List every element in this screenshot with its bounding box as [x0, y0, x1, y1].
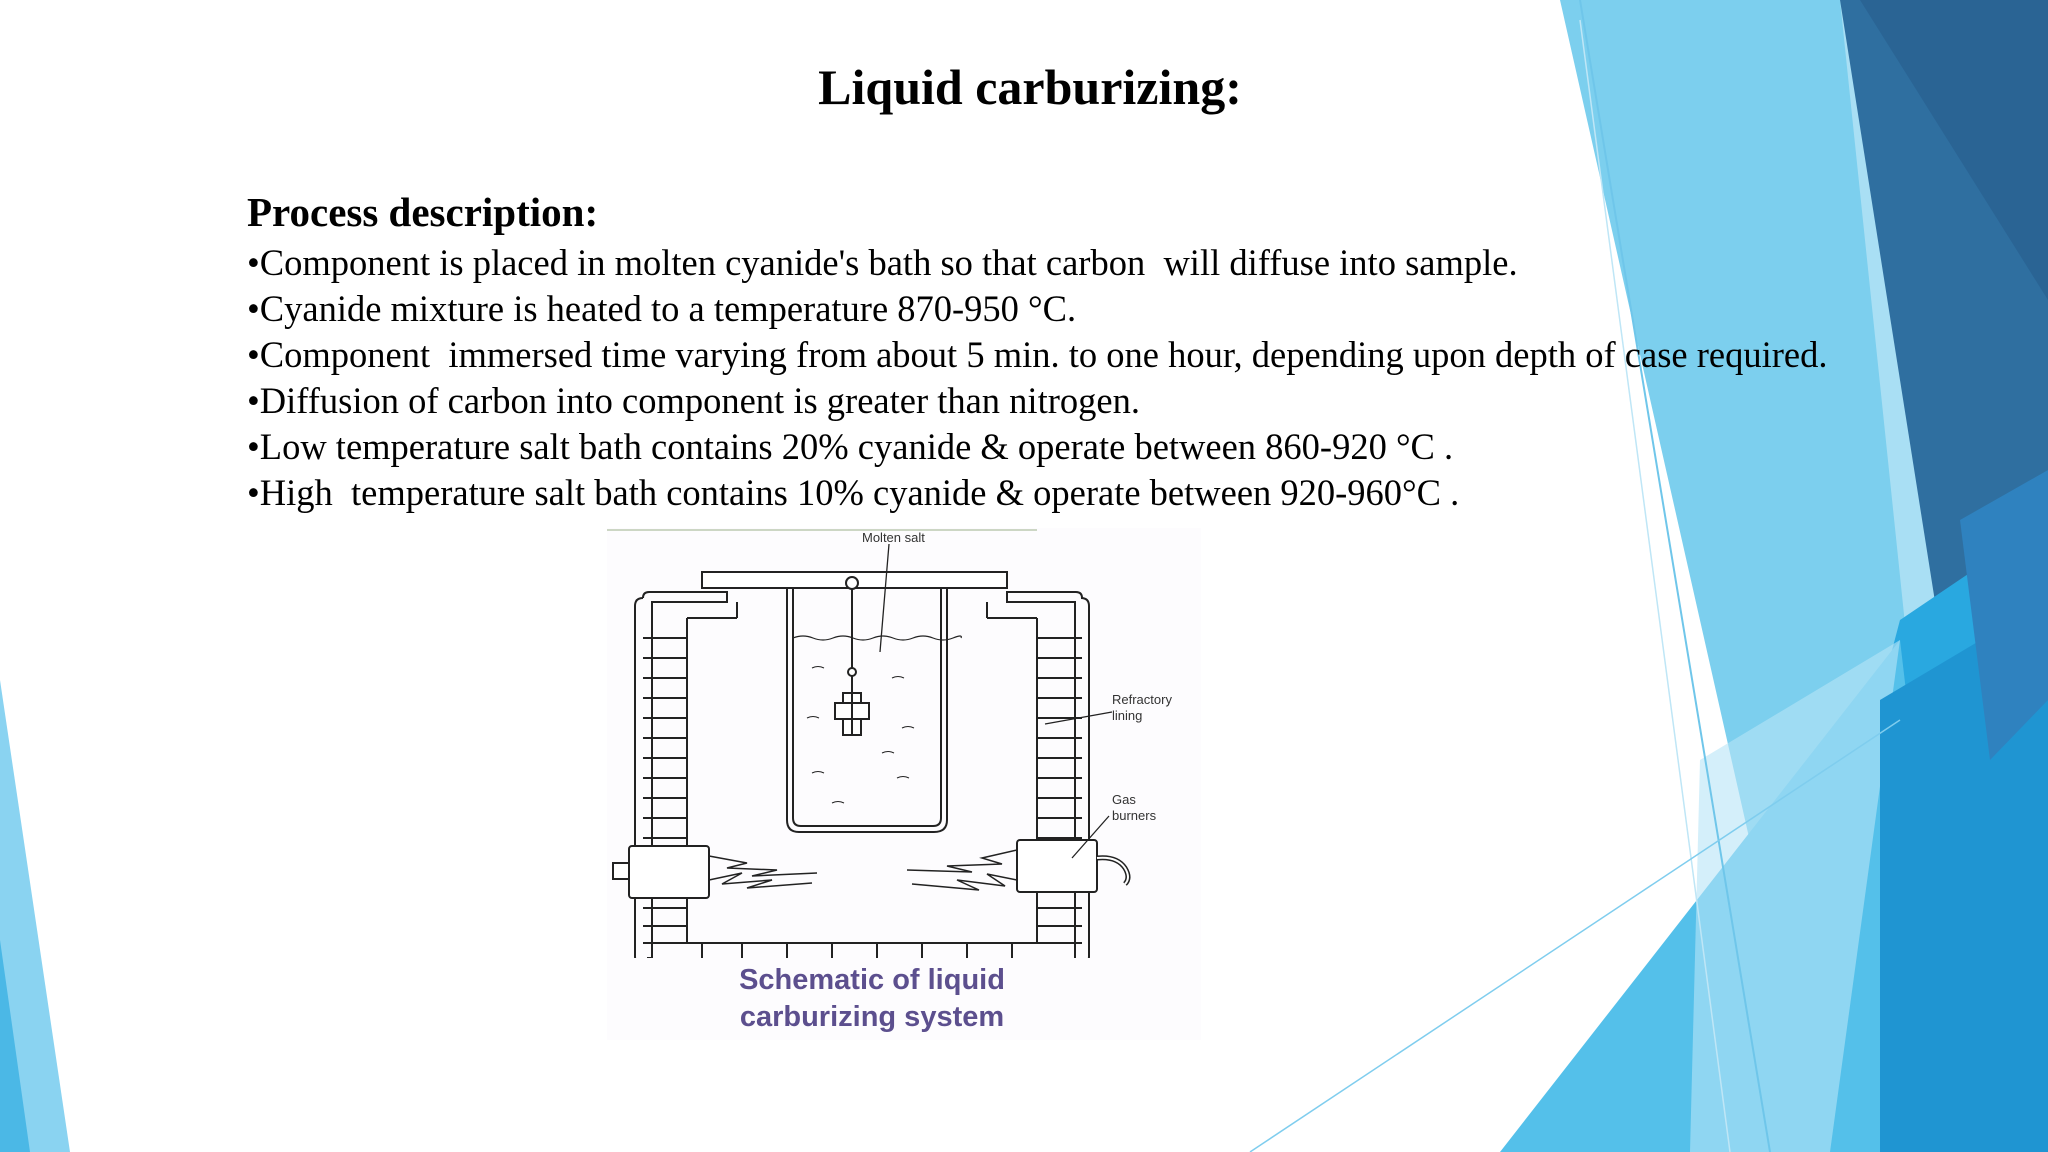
- bullet-item: •Diffusion of carbon into component is g…: [247, 380, 1140, 421]
- slide-title: Liquid carburizing:: [818, 59, 1242, 115]
- carburizing-schematic-drawing: Molten salt Refractory lining Gas burner…: [607, 529, 1172, 958]
- bullet-item: •Low temperature salt bath contains 20% …: [247, 426, 1454, 467]
- bullet-item: •Component is placed in molten cyanide's…: [247, 242, 1518, 283]
- label-refractory-line1: Refractory: [1112, 692, 1172, 707]
- bullet-item: •High temperature salt bath contains 10%…: [247, 472, 1460, 513]
- bullet-list: •Component is placed in molten cyanide's…: [247, 240, 1827, 516]
- carburizing-schematic-figure: Molten salt Refractory lining Gas burner…: [607, 528, 1201, 1040]
- label-refractory-line2: lining: [1112, 708, 1142, 723]
- figure-caption-line: Schematic of liquid: [739, 964, 1005, 996]
- bullet-item: •Component immersed time varying from ab…: [247, 334, 1828, 375]
- bullet-item: •Cyanide mixture is heated to a temperat…: [247, 288, 1077, 329]
- label-molten-salt: Molten salt: [862, 530, 925, 545]
- label-gas-line1: Gas: [1112, 792, 1136, 807]
- label-gas-line2: burners: [1112, 808, 1157, 823]
- figure-caption-line: carburizing system: [739, 1001, 1005, 1033]
- section-heading: Process description:: [247, 189, 599, 235]
- figure-caption: Schematic of liquid carburizing system: [607, 962, 1137, 1036]
